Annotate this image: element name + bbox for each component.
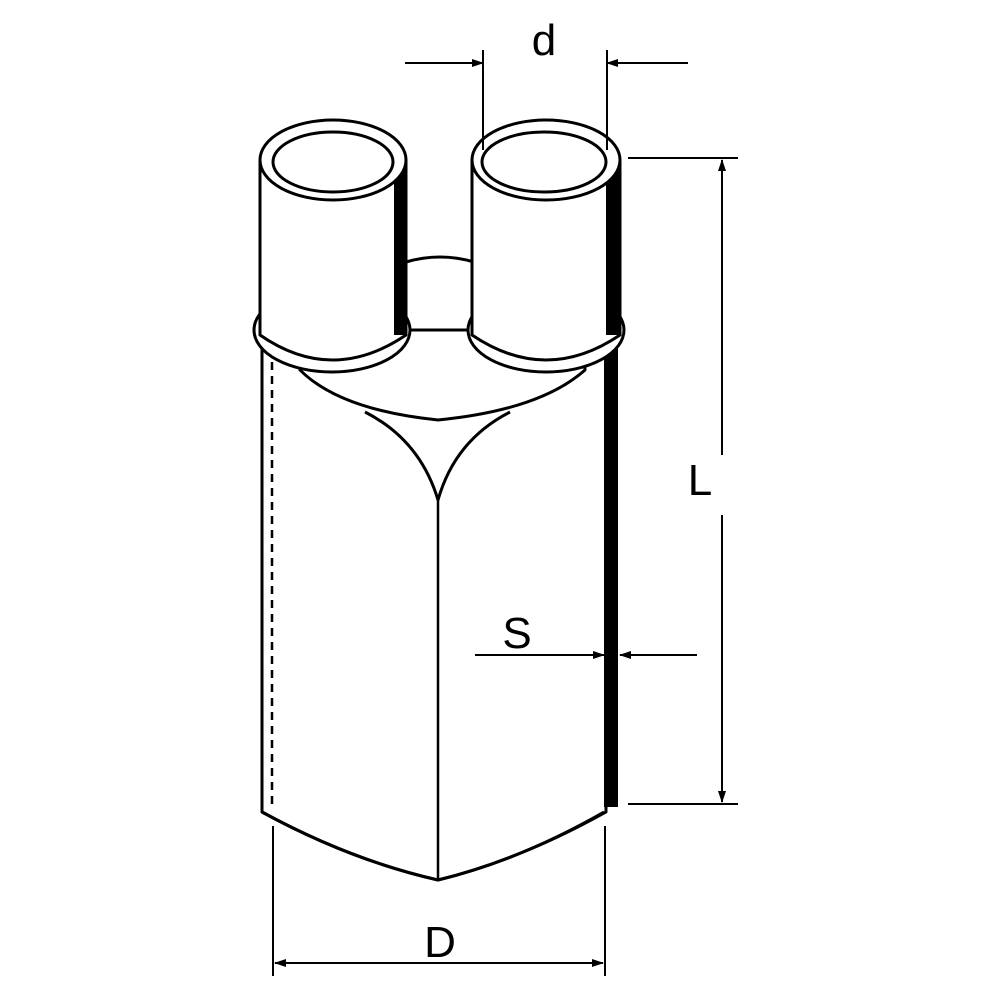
- saddle-curves: [364, 410, 511, 502]
- left-leg-opening-inner: [271, 130, 395, 194]
- left-leg-tube: [258, 158, 408, 362]
- left-leg-wall: [394, 160, 406, 335]
- right-leg-wall: [606, 160, 620, 335]
- S-label: S: [502, 609, 531, 658]
- right-leg-opening-inner: [480, 130, 608, 194]
- boot-body: [260, 343, 608, 882]
- body-wall-edge: [604, 345, 618, 807]
- L-label: L: [688, 456, 712, 505]
- right-leg-tube: [470, 158, 622, 362]
- D-label: D: [424, 918, 456, 967]
- d-label: d: [532, 16, 556, 65]
- center-web: [404, 255, 476, 332]
